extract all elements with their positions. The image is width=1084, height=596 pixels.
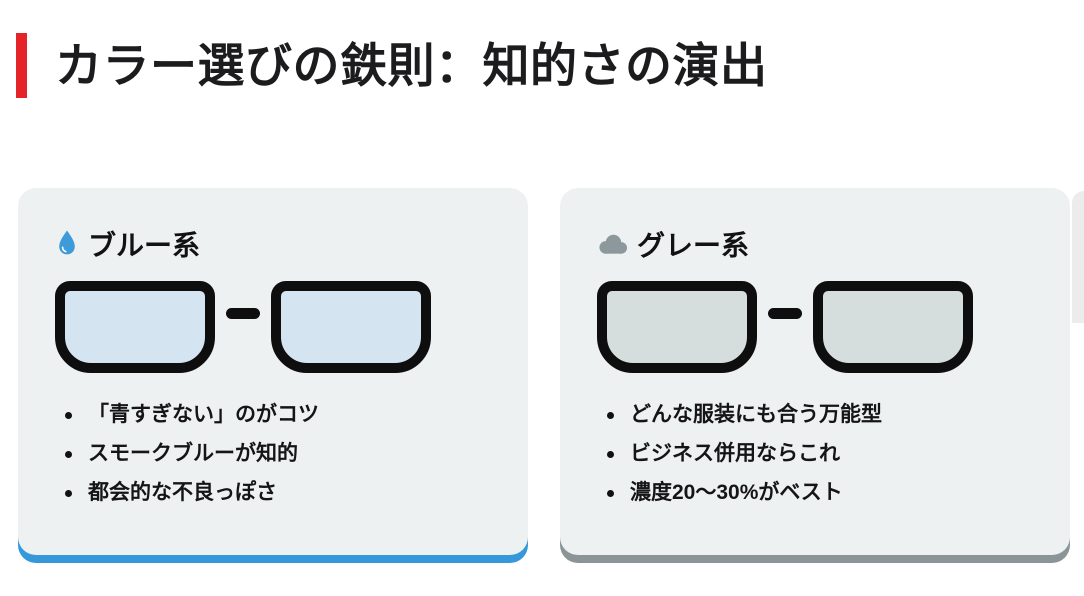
right-lens-shape (813, 281, 973, 373)
bullet-text: 「青すぎない」のがコツ (88, 403, 319, 426)
card-blue: ブルー系 「青すぎない」のがコツ スモークブルーが知的 都会的な不良っぽさ (18, 188, 528, 555)
left-lens-shape (597, 281, 757, 373)
bullet-text: 濃度20〜30%がベスト (630, 481, 843, 505)
card-gray-title: グレー系 (637, 230, 750, 261)
cards-row: ブルー系 「青すぎない」のがコツ スモークブルーが知的 都会的な不良っぽさ (18, 188, 1070, 555)
glasses-illustration-blue (55, 281, 491, 373)
list-item: どんな服装にも合う万能型 (607, 403, 1033, 426)
list-item: 都会的な不良っぽさ (65, 482, 491, 504)
card-blue-header: ブルー系 (55, 224, 491, 264)
bullet-dot (65, 450, 72, 458)
bullet-text: 都会的な不良っぽさ (88, 481, 277, 505)
card-blue-title: ブルー系 (88, 230, 201, 261)
card-gray-header: グレー系 (597, 224, 1033, 264)
glasses-illustration-gray (597, 281, 1033, 373)
list-item: ビジネス併用ならこれ (607, 442, 1033, 466)
bullet-text: スモークブルーが知的 (88, 442, 298, 466)
bullet-dot (607, 450, 614, 458)
left-lens-shape (55, 281, 215, 373)
list-item: 濃度20〜30%がベスト (607, 482, 1033, 504)
bullet-text: どんな服装にも合う万能型 (630, 403, 882, 426)
list-item: スモークブルーが知的 (65, 442, 491, 466)
next-card-peek (1072, 191, 1084, 323)
bridge-shape (226, 307, 260, 319)
title-accent-bar (16, 33, 27, 98)
droplet-icon (55, 229, 79, 259)
card-gray-bullet-list: どんな服装にも合う万能型 ビジネス併用ならこれ 濃度20〜30%がベスト (597, 403, 1033, 504)
bullet-dot (65, 411, 72, 419)
card-blue-bullet-list: 「青すぎない」のがコツ スモークブルーが知的 都会的な不良っぽさ (55, 403, 491, 504)
list-item: 「青すぎない」のがコツ (65, 403, 491, 426)
right-lens-shape (271, 281, 431, 373)
page-header: カラー選びの鉄則：知的さの演出 (16, 33, 1084, 98)
bullet-text: ビジネス併用ならこれ (630, 442, 840, 466)
card-gray: グレー系 どんな服装にも合う万能型 ビジネス併用ならこれ 濃度20〜30%がベス… (560, 188, 1070, 555)
bullet-dot (607, 489, 614, 497)
bullet-dot (607, 411, 614, 419)
cloud-icon (597, 233, 628, 255)
page-title: カラー選びの鉄則：知的さの演出 (55, 39, 768, 92)
bridge-shape (768, 307, 802, 319)
bullet-dot (65, 489, 72, 497)
